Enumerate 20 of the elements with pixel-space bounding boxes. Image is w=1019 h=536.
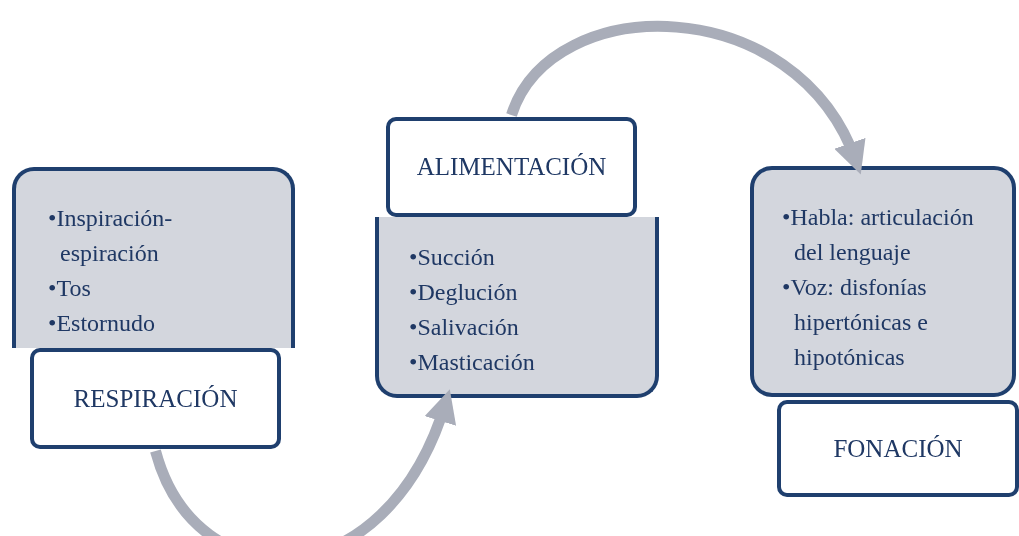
title-box	[30, 348, 281, 449]
title-box	[386, 117, 637, 217]
list-box	[750, 166, 1016, 397]
section-title: ALIMENTACIÓN	[416, 153, 607, 181]
curved-arrow	[150, 389, 455, 536]
bullet-item: •Succión	[409, 243, 496, 272]
curved-arrow	[506, 21, 863, 174]
bullet-item: •Masticación	[409, 348, 536, 377]
bullet-item: •Habla: articulación del lenguaje	[782, 203, 975, 267]
title-box	[777, 400, 1019, 497]
bullet-item: •Estornudo	[48, 309, 157, 338]
list-box	[375, 217, 659, 398]
list-box	[12, 167, 295, 348]
bullet-item: •Inspiración-espiración	[48, 204, 174, 268]
bullet-item: •Salivación	[409, 313, 520, 342]
bullet-item: •Voz: disfonías hipertónicas e hipotónicas	[782, 273, 929, 372]
bullet-item: •Tos	[48, 274, 92, 303]
bullet-item: •Deglución	[409, 278, 519, 307]
section-title: FONACIÓN	[833, 434, 963, 463]
section-title: RESPIRACIÓN	[73, 384, 238, 413]
